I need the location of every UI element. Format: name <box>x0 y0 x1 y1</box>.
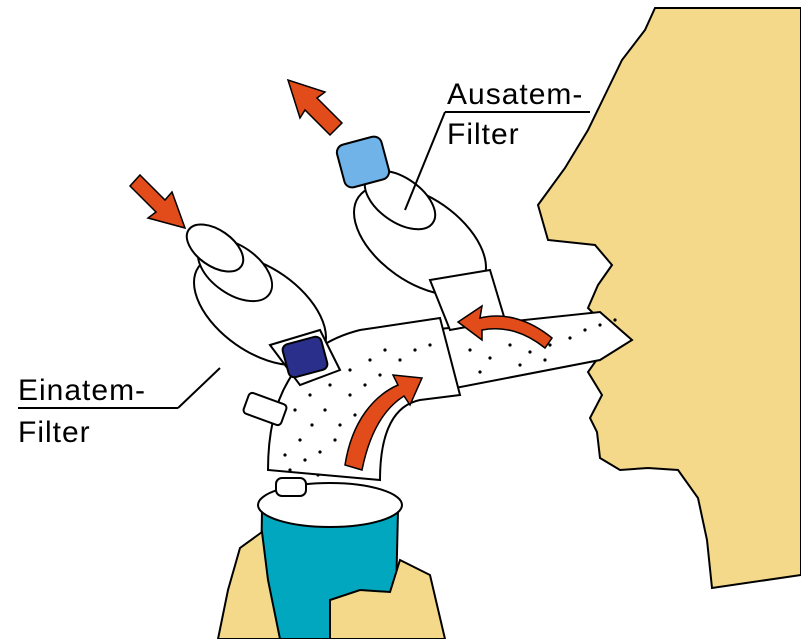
exhale-filter-label-line2: Filter <box>447 120 520 150</box>
inhale-filter-label-line1: Einatem- <box>18 376 146 406</box>
inhale-filter-label-line2: Filter <box>18 418 91 448</box>
arrow-out-icon <box>288 80 342 135</box>
exhale-filter <box>334 135 505 330</box>
exhale-filter-label-line1: Ausatem- <box>447 80 583 110</box>
device-clip <box>276 478 306 496</box>
inhale-filter <box>174 215 345 388</box>
inhale-leader-line <box>178 368 220 408</box>
arrow-in-icon <box>130 175 185 228</box>
